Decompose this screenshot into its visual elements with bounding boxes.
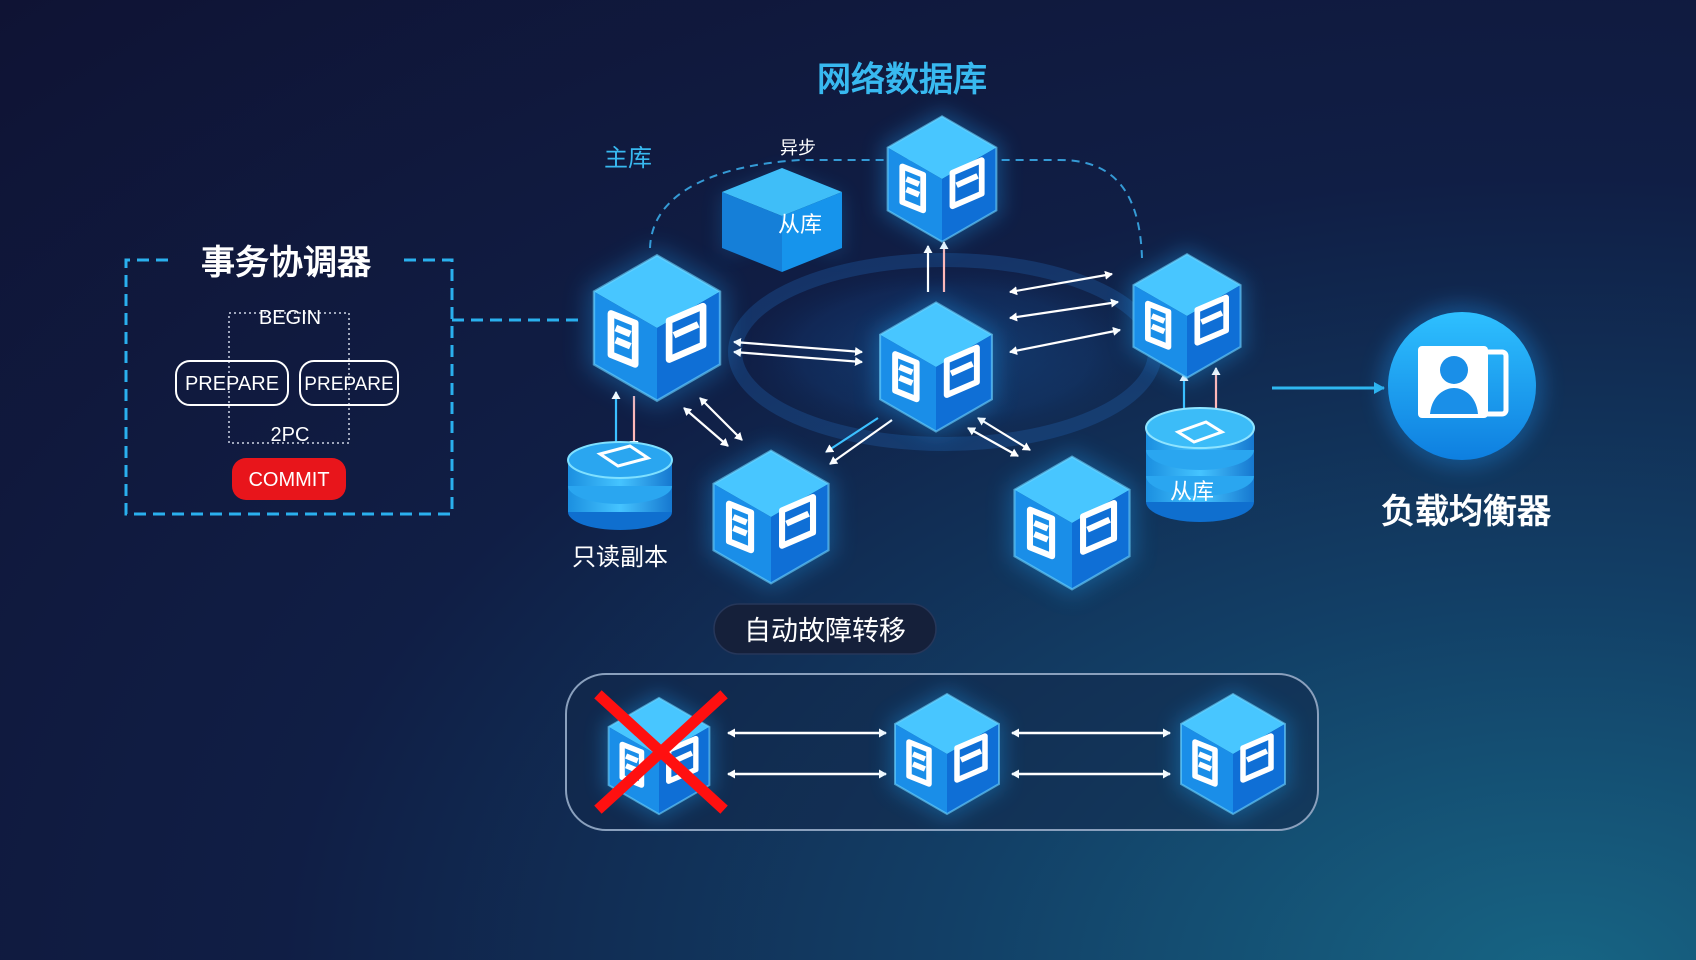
two-pc-bracket: [228, 312, 350, 444]
replica-top-box: [722, 168, 842, 272]
replica-right-disk: [1145, 407, 1255, 522]
network-arrows: [611, 241, 1221, 465]
failover-title: 自动故障转移: [744, 616, 906, 647]
master-db-cube: [588, 248, 726, 408]
async-replication-arc: [649, 159, 1143, 259]
failover-title-pill: [713, 603, 937, 655]
two-pc-label: 2PC: [271, 424, 310, 446]
replica-right-label: 从库: [1170, 480, 1214, 505]
network-title: 网络数据库: [817, 60, 987, 100]
replica-top-label: 从库: [778, 213, 822, 238]
async-label: 异步: [780, 138, 816, 159]
failover-arrows: [727, 728, 1171, 779]
top-db-cube: [882, 110, 1001, 248]
begin-label: BEGIN: [259, 307, 321, 329]
bottom-right-db-cube: [1009, 450, 1135, 596]
commit-label: COMMIT: [248, 469, 329, 491]
commit-button[interactable]: [232, 458, 346, 500]
coordinator-title: 事务协调器: [201, 243, 372, 283]
readonly-replica-disk: [567, 441, 673, 530]
load-balancer-node[interactable]: [1380, 304, 1544, 468]
failure-x-icon: [594, 690, 728, 814]
load-balancer-title: 负载均衡器: [1381, 492, 1552, 532]
prepare-left-button[interactable]: [175, 360, 289, 406]
master-label: 主库: [604, 144, 652, 172]
prepare-left-label: PREPARE: [185, 373, 279, 395]
bottom-left-db-cube: [708, 444, 834, 590]
prepare-right-label: PREPARE: [304, 374, 393, 395]
coordinator-dashed-box: [124, 258, 454, 516]
prepare-right-button[interactable]: [299, 360, 399, 406]
readonly-label: 只读副本: [572, 543, 668, 571]
user-icon: [1418, 346, 1509, 418]
